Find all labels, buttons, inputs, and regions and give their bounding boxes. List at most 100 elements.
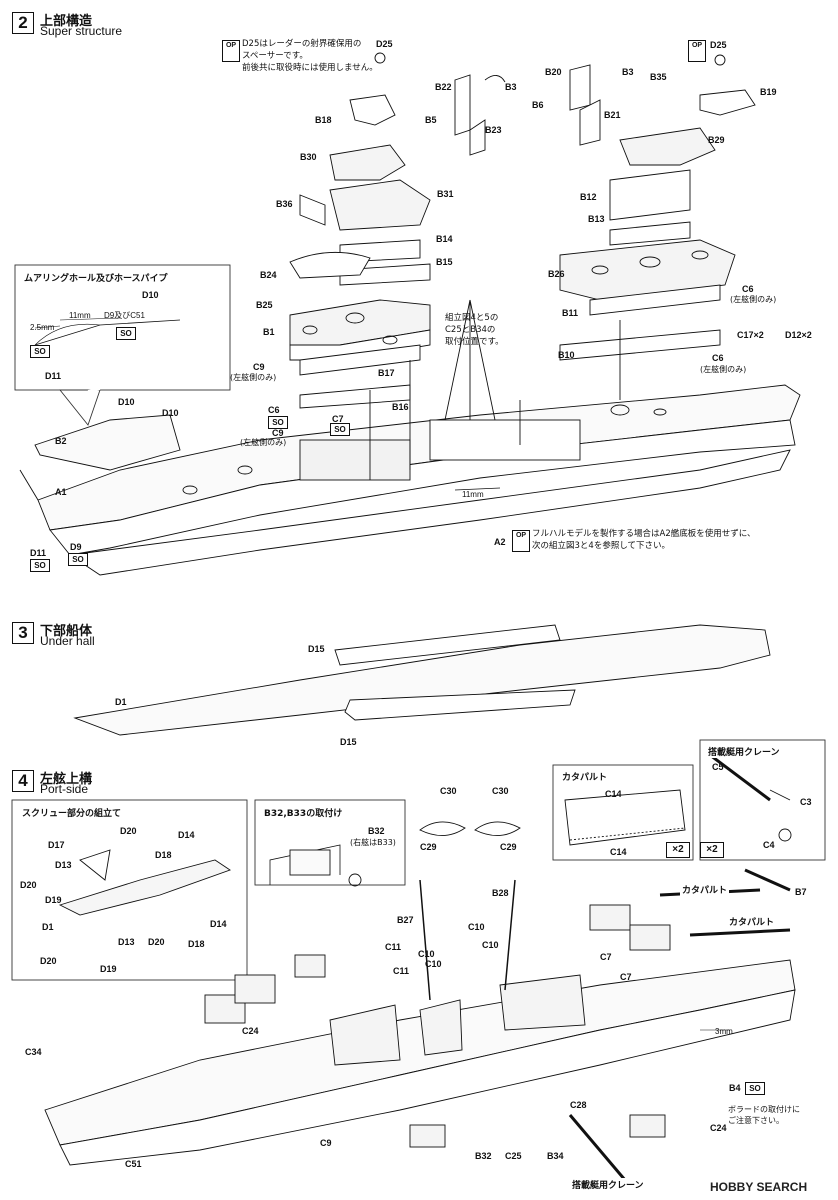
so-badge-2: SO: [30, 345, 50, 358]
label-b13: B13: [588, 214, 605, 224]
underhull-d15-bottom: [344, 689, 576, 721]
so-badge-6: SO: [68, 553, 88, 566]
label-c3: C3: [800, 797, 812, 807]
label-c14-b: C14: [610, 847, 627, 857]
label-d9-a: D9: [70, 542, 82, 552]
label-c51: C51: [125, 1159, 142, 1169]
op-badge-3: OP: [512, 530, 530, 552]
label-a2: A2: [494, 537, 506, 547]
label-c10-b: C10: [482, 940, 499, 950]
label-b4: B4: [729, 1083, 741, 1093]
label-c7-b: C7: [620, 972, 632, 982]
step-number-3: 3: [12, 622, 34, 644]
x2-badge-catapult: ×2: [666, 842, 690, 858]
label-c10-d: C10: [425, 959, 442, 969]
op-badge-2: OP: [688, 40, 706, 62]
label-b11: B11: [562, 308, 578, 318]
hull-section4: [44, 959, 796, 1146]
label-c7-a: C7: [600, 952, 612, 962]
label-d1-s4: D1: [42, 922, 54, 932]
label-d12: D12×2: [785, 330, 812, 340]
label-d15-a: D15: [308, 644, 325, 654]
label-b30: B30: [300, 152, 317, 162]
label-c7: C7: [332, 414, 344, 424]
a2-note: フルハルモデルを製作する場合はA2艦底板を使用せずに、 次の組立図3と4を参照し…: [532, 529, 756, 551]
label-b16: B16: [392, 402, 409, 412]
label-b31: B31: [437, 189, 454, 199]
dim-11mm-b: 11mm: [462, 490, 484, 499]
label-d13-a: D13: [55, 860, 72, 870]
label-d18-a: D18: [155, 850, 172, 860]
hobby-search-watermark: HOBBY SEARCH: [710, 1180, 808, 1194]
underhull-d15-top: [334, 624, 561, 666]
label-c4: C4: [763, 840, 775, 850]
label-b15: B15: [436, 257, 453, 267]
crane-bottom-label: 搭載艇用クレーン: [570, 1178, 646, 1191]
label-b2: B2: [55, 436, 67, 446]
label-c6-a: C6: [742, 284, 754, 294]
note-left-only-4: (左舷側のみ): [240, 437, 286, 447]
label-c24-b: C24: [710, 1123, 727, 1133]
dim-3mm: 3mm: [715, 1027, 733, 1036]
label-b10: B10: [558, 350, 575, 360]
label-c14-a: C14: [605, 789, 622, 799]
label-d19-a: D19: [45, 895, 62, 905]
label-b22: B22: [435, 82, 452, 92]
label-b5: B5: [425, 115, 437, 125]
label-c6-c: C6: [268, 405, 280, 415]
label-d25-a: D25: [376, 39, 393, 49]
note-left-only-1: (左舷側のみ): [730, 294, 776, 304]
note-left-only-2: (左舷側のみ): [230, 372, 276, 382]
label-c17: C17×2: [737, 330, 764, 340]
label-c11-b: C11: [393, 966, 409, 976]
label-c11-a: C11: [385, 942, 401, 952]
label-c29-a: C29: [420, 842, 437, 852]
label-b14: B14: [436, 234, 453, 244]
bow-detail: [34, 414, 181, 471]
crane-box-title: 搭載艇用クレーン: [706, 745, 782, 758]
label-d20-d: D20: [40, 956, 57, 966]
b32-b33-box-title: B32,B33の取付け: [262, 806, 345, 819]
label-c5: C5: [712, 762, 724, 772]
label-c30-a: C30: [440, 786, 457, 796]
label-c30-b: C30: [492, 786, 509, 796]
label-c9-s4: C9: [320, 1138, 332, 1148]
step-number-2: 2: [12, 12, 34, 34]
so-badge-7: SO: [745, 1082, 765, 1095]
label-c10-a: C10: [468, 922, 485, 932]
label-b20: B20: [545, 67, 562, 77]
section-title-jp-4: 左舷上構: [40, 771, 93, 786]
op-badge-1: OP: [222, 40, 240, 62]
label-d13-b: D13: [118, 937, 135, 947]
label-b25: B25: [256, 300, 273, 310]
x2-badge-crane: ×2: [700, 842, 724, 858]
label-b29: B29: [708, 135, 725, 145]
label-b3-b: B3: [622, 67, 634, 77]
label-d9-c51: D9及びC51: [104, 311, 145, 320]
label-c6-b: C6: [712, 353, 724, 363]
label-c9-b: C9: [272, 428, 284, 438]
dim-2-5mm: 2.5mm: [30, 323, 55, 332]
section-title-en-2: Super structure: [40, 24, 123, 38]
label-d20-c: D20: [148, 937, 165, 947]
label-b12: B12: [580, 192, 597, 202]
label-d10-a: D10: [118, 397, 135, 407]
assembly-position-note: 組立図4と5の C25とB34の 取付位置です。: [445, 313, 504, 347]
superstructure-aft: [559, 239, 736, 301]
label-c28: C28: [570, 1100, 587, 1110]
so-badge-4: SO: [330, 423, 350, 436]
hull-bottom-a2: [68, 449, 791, 576]
mooring-box-title: ムアリングホール及びホースパイプ: [22, 271, 170, 284]
label-b27: B27: [397, 915, 414, 925]
label-d11-a: D11: [30, 548, 46, 558]
label-d14-b: D14: [210, 919, 227, 929]
label-b36: B36: [276, 199, 293, 209]
label-b32: B32: [475, 1151, 492, 1161]
label-c29-b: C29: [500, 842, 517, 852]
note-bollard-1: ボラードの取付けに: [728, 1104, 800, 1114]
section-title-jp-2: 上部構造: [40, 13, 93, 28]
label-b34: B34: [547, 1151, 564, 1161]
label-d15-b: D15: [340, 737, 357, 747]
note-bollard-2: ご注意下さい。: [728, 1115, 784, 1125]
